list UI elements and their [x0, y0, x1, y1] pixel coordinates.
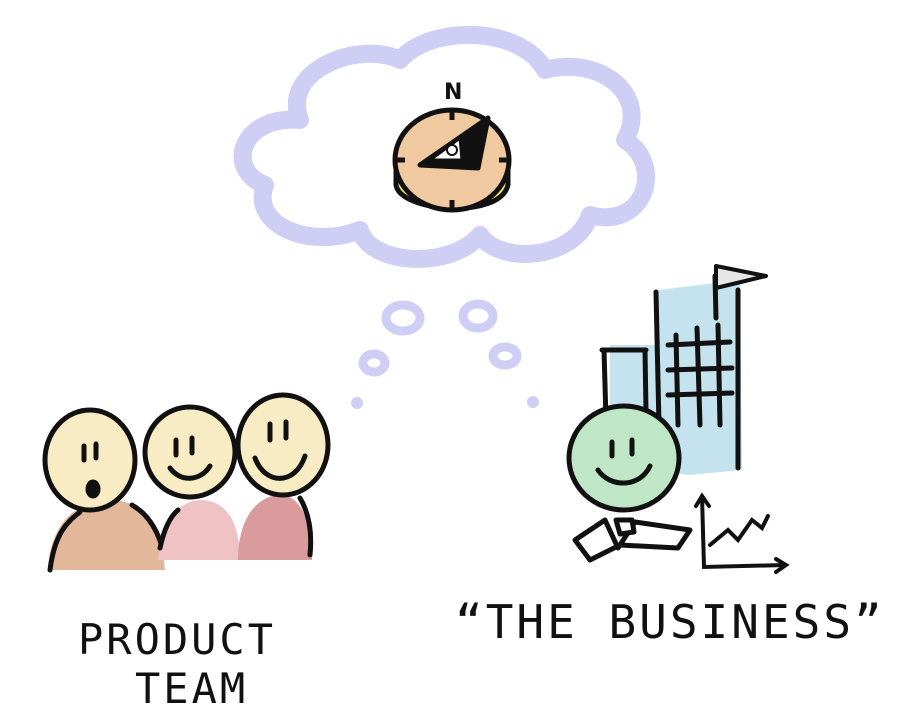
product-team-group	[42, 392, 331, 573]
compass-icon	[392, 107, 512, 213]
product-team-label-line1: PRODUCT	[78, 615, 276, 664]
head	[42, 407, 138, 513]
body-outline	[297, 495, 314, 558]
body-brown	[48, 500, 165, 570]
product-team-label-line2: TEAM	[135, 664, 248, 713]
body-pink	[158, 500, 240, 560]
mouth-open	[85, 479, 101, 499]
business-head	[566, 403, 682, 513]
business-character	[566, 403, 693, 563]
flag	[714, 264, 768, 290]
growth-chart-icon	[694, 492, 790, 574]
body-outline	[157, 507, 181, 551]
thought-bubbles	[358, 299, 522, 377]
thought-bubble	[358, 349, 390, 377]
body-rose	[238, 495, 312, 560]
compass-north-label: N	[444, 80, 462, 105]
thought-bubble-dot	[351, 397, 363, 409]
team-member-smiling	[142, 404, 240, 560]
team-member-happy	[235, 392, 331, 560]
body-outline	[47, 509, 83, 573]
business-body	[572, 517, 693, 563]
thought-bubble	[488, 342, 522, 370]
thought-bubble-dot	[527, 396, 539, 408]
the-business-label: “THE BUSINESS”	[455, 595, 885, 649]
thought-bubble	[458, 299, 498, 333]
team-member-surprised	[42, 407, 167, 573]
thought-bubble	[381, 300, 425, 336]
